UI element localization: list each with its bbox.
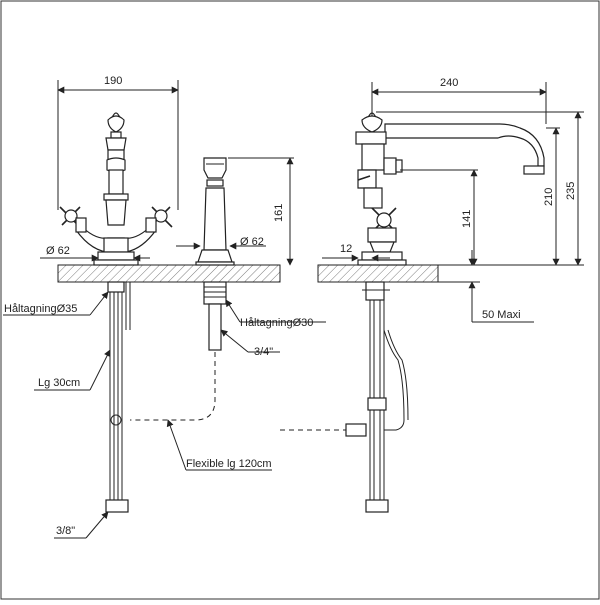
dim-diameter-right: Ø 62 <box>240 236 264 248</box>
dim-height-spout: 141 <box>461 210 473 228</box>
mixer-front-view <box>59 112 173 513</box>
flexible-hose-path <box>130 352 216 421</box>
side-shower <box>195 157 235 351</box>
label-hole-left: HåltagningØ35 <box>4 303 77 315</box>
label-thread-shower: 3/4" <box>254 346 273 358</box>
dim-width-left: 190 <box>104 75 122 87</box>
dim-height-shower: 161 <box>273 204 285 222</box>
label-flexible-hose: Flexible lg 120cm <box>186 458 272 470</box>
countertop-right <box>317 264 439 283</box>
dim-width-right: 240 <box>440 77 458 89</box>
countertop-left <box>57 264 281 283</box>
mixer-side-view <box>280 112 545 513</box>
dim-offset: 12 <box>340 243 352 255</box>
dim-height-max: 235 <box>565 182 577 200</box>
label-hole-right: HåltagningØ30 <box>240 317 313 329</box>
dim-diameter-left: Ø 62 <box>46 245 70 257</box>
label-hose-length: Lg 30cm <box>38 377 80 389</box>
dim-height-total: 210 <box>543 188 555 206</box>
label-thread-inlet: 3/8" <box>56 525 75 537</box>
label-max-thickness: 50 Maxi <box>482 309 521 321</box>
